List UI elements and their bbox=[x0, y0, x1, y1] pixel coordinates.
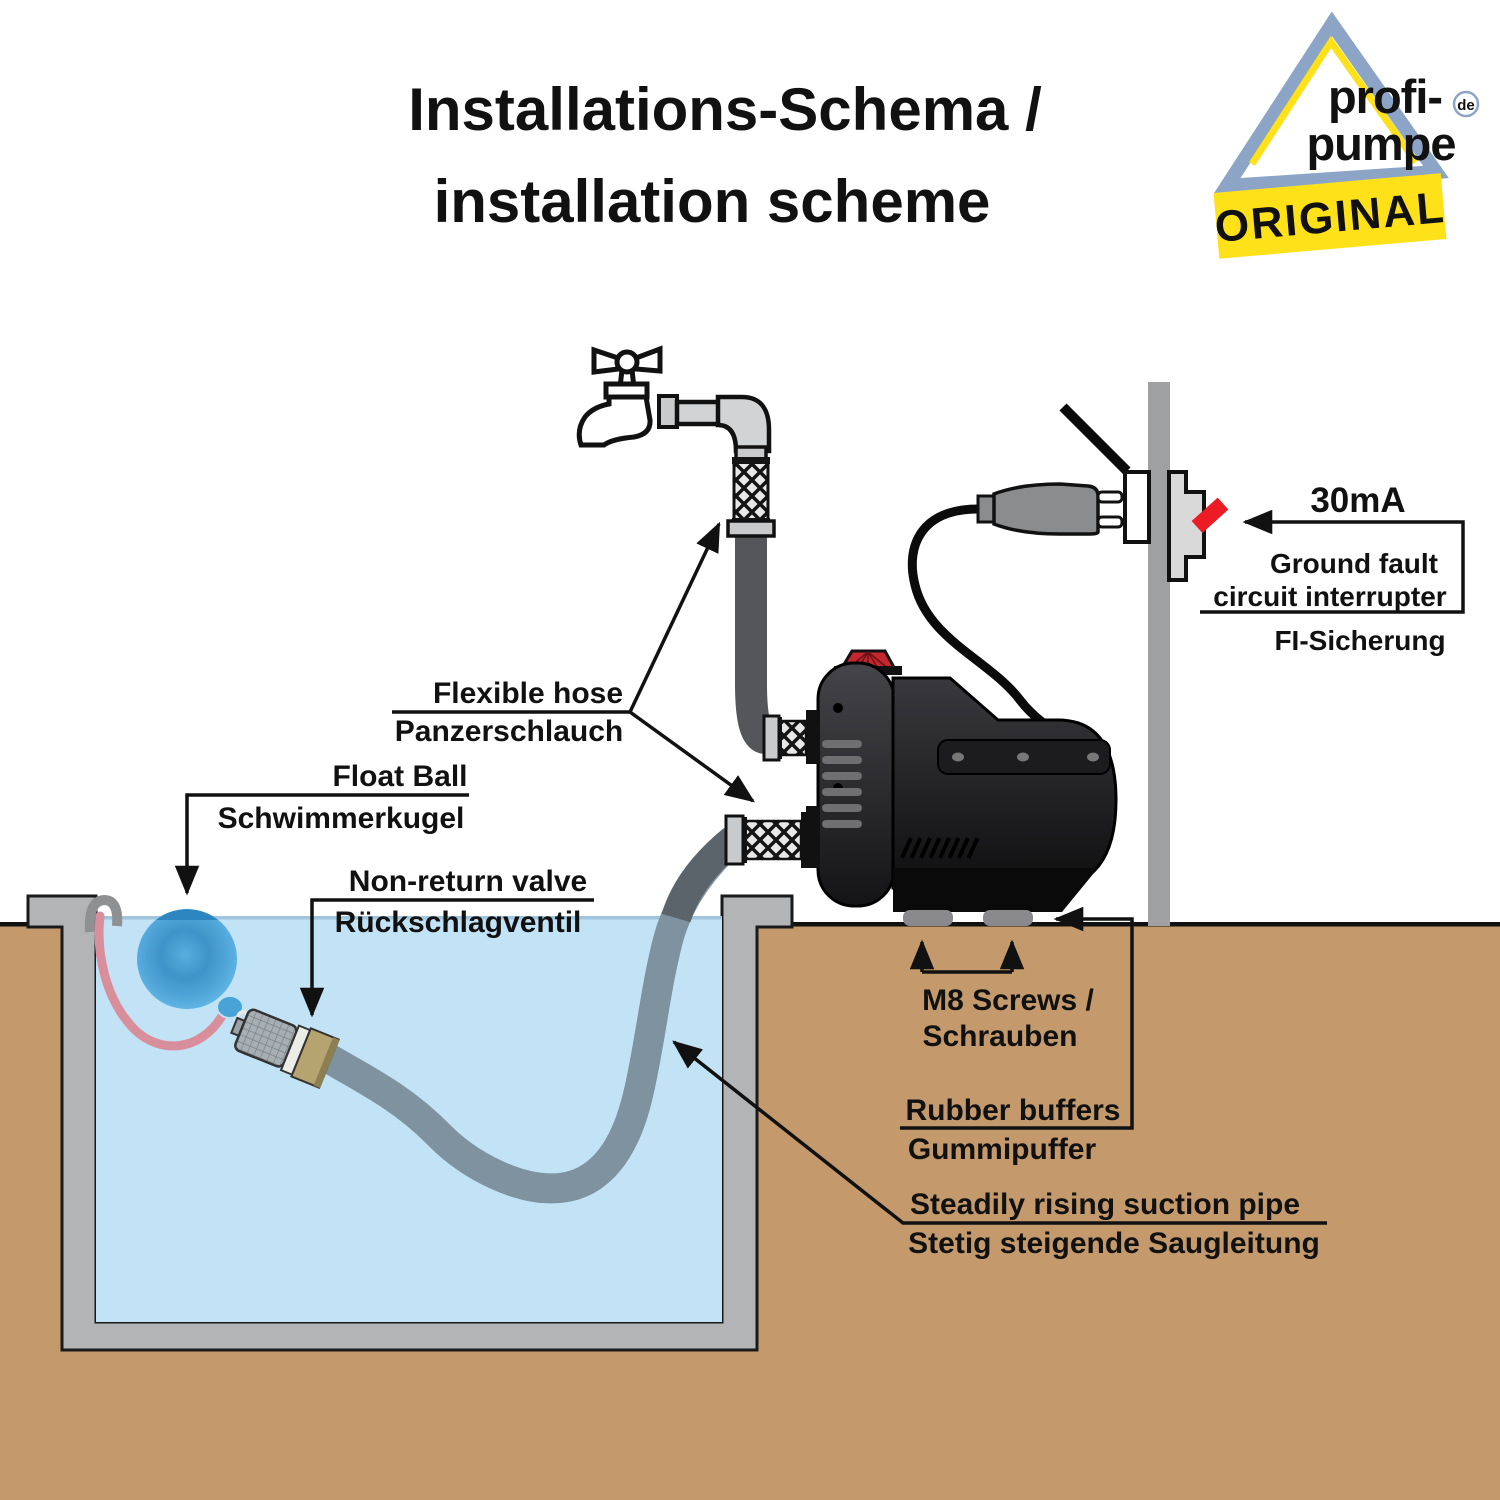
leader-lines bbox=[174, 509, 1465, 1225]
pump-fins bbox=[822, 740, 862, 828]
pump-base bbox=[893, 868, 1098, 912]
braided-connector-upper bbox=[778, 719, 808, 757]
gfci-leader-box bbox=[1200, 509, 1465, 614]
pump bbox=[806, 649, 1118, 926]
logo-original-banner: ORIGINAL bbox=[1213, 173, 1447, 259]
socket-back-box bbox=[1123, 470, 1151, 544]
faucet-handle-right bbox=[633, 345, 663, 374]
gfci-breaker-box bbox=[1167, 470, 1206, 582]
pump-cap-fan-lines bbox=[845, 651, 891, 671]
float-knob bbox=[216, 995, 244, 1019]
label-suction-pipe-de: Stetig steigende Saugleitung bbox=[908, 1227, 1320, 1260]
label-m8-screws-de: Schrauben bbox=[922, 1020, 1077, 1053]
pressure-hose bbox=[735, 534, 774, 754]
connector-collar bbox=[724, 814, 745, 866]
page-title-line1: Installations-Schema / bbox=[408, 76, 1042, 143]
non-return-valve-icon bbox=[230, 1008, 340, 1090]
wall-board bbox=[1148, 382, 1170, 926]
logo-tld: de bbox=[1457, 97, 1475, 114]
pipe-elbow bbox=[715, 394, 772, 454]
label-gfci-line2: circuit interrupter bbox=[1213, 581, 1446, 612]
flexible-hose-leader-up bbox=[628, 521, 721, 713]
float-rope bbox=[94, 911, 227, 1051]
braid-band bbox=[732, 457, 770, 464]
coupler-collar-bottom bbox=[726, 519, 776, 538]
logo-triangle-icon bbox=[1213, 11, 1449, 194]
rubber-buffer-foot bbox=[903, 910, 953, 926]
logo-de-circle bbox=[1452, 90, 1480, 118]
pump-strap-bolt bbox=[952, 752, 964, 762]
non-return-valve-leader bbox=[299, 898, 594, 1018]
pump-strap-bolt bbox=[1087, 752, 1099, 762]
logo-brand-bottom: pumpe bbox=[1306, 117, 1455, 170]
supply-cable bbox=[1059, 403, 1131, 475]
suction-hose bbox=[313, 825, 748, 1204]
label-gfci-line1: Ground fault bbox=[1270, 548, 1438, 579]
label-rubber-buffers-de: Gummipuffer bbox=[908, 1133, 1097, 1166]
logo-triangle-accent bbox=[1249, 35, 1419, 166]
braided-hose-vertical bbox=[732, 458, 770, 524]
float-ball-cap bbox=[156, 909, 218, 920]
label-non-return-valve-en: Non-return valve bbox=[349, 865, 587, 898]
pump-vent-slots bbox=[900, 837, 980, 859]
logo-brand-top: profi- bbox=[1328, 70, 1442, 123]
water-surface-line bbox=[96, 916, 722, 920]
power-plug-icon bbox=[976, 482, 1124, 536]
label-float-ball-de: Schwimmerkugel bbox=[218, 802, 465, 835]
brand-logo: profi- de pumpe ORIGINAL bbox=[1213, 11, 1480, 259]
flexible-hose-leader-down bbox=[628, 710, 755, 803]
pump-inlet-fitting bbox=[806, 710, 820, 764]
faucet-handle-hub bbox=[614, 349, 640, 375]
pump-motor-body bbox=[891, 676, 1118, 890]
faucet-handle-left bbox=[591, 346, 621, 375]
pump-bolt bbox=[833, 703, 843, 713]
faucet-body-icon bbox=[576, 394, 653, 448]
float-ball-icon bbox=[137, 909, 237, 1009]
gfci-switch-toggle bbox=[1191, 497, 1229, 533]
label-suction-pipe-en: Steadily rising suction pipe bbox=[910, 1188, 1300, 1221]
rubber-buffers-leader bbox=[900, 906, 1134, 1130]
label-gfci-current: 30mA bbox=[1310, 481, 1405, 520]
label-float-ball-en: Float Ball bbox=[332, 760, 467, 793]
wall-hook-icon bbox=[84, 894, 123, 933]
float-ball-leader bbox=[174, 793, 469, 896]
label-gfci-line3: FI-Sicherung bbox=[1274, 625, 1445, 656]
float-assembly bbox=[84, 894, 340, 1090]
connector-fitting bbox=[801, 812, 817, 868]
pump-strap-bolt bbox=[1017, 752, 1029, 762]
pump-front-housing bbox=[816, 661, 896, 908]
suction-pipe-leader bbox=[672, 1040, 1327, 1225]
label-flexible-hose-en: Flexible hose bbox=[433, 677, 623, 710]
faucet-assembly bbox=[576, 345, 663, 448]
label-rubber-buffers-en: Rubber buffers bbox=[905, 1094, 1120, 1127]
braided-connector-lower bbox=[743, 819, 803, 861]
label-non-return-valve-de: Rückschlagventil bbox=[335, 906, 582, 939]
rubber-buffer-foot bbox=[983, 910, 1033, 926]
pipe-horizontal bbox=[674, 399, 722, 427]
label-flexible-hose-de: Panzerschlauch bbox=[395, 715, 623, 748]
label-m8-screws-en: M8 Screws / bbox=[922, 984, 1094, 1017]
page-title-line2: installation scheme bbox=[434, 168, 991, 235]
connector-collar bbox=[762, 714, 781, 762]
faucet-union-nut bbox=[657, 394, 679, 429]
